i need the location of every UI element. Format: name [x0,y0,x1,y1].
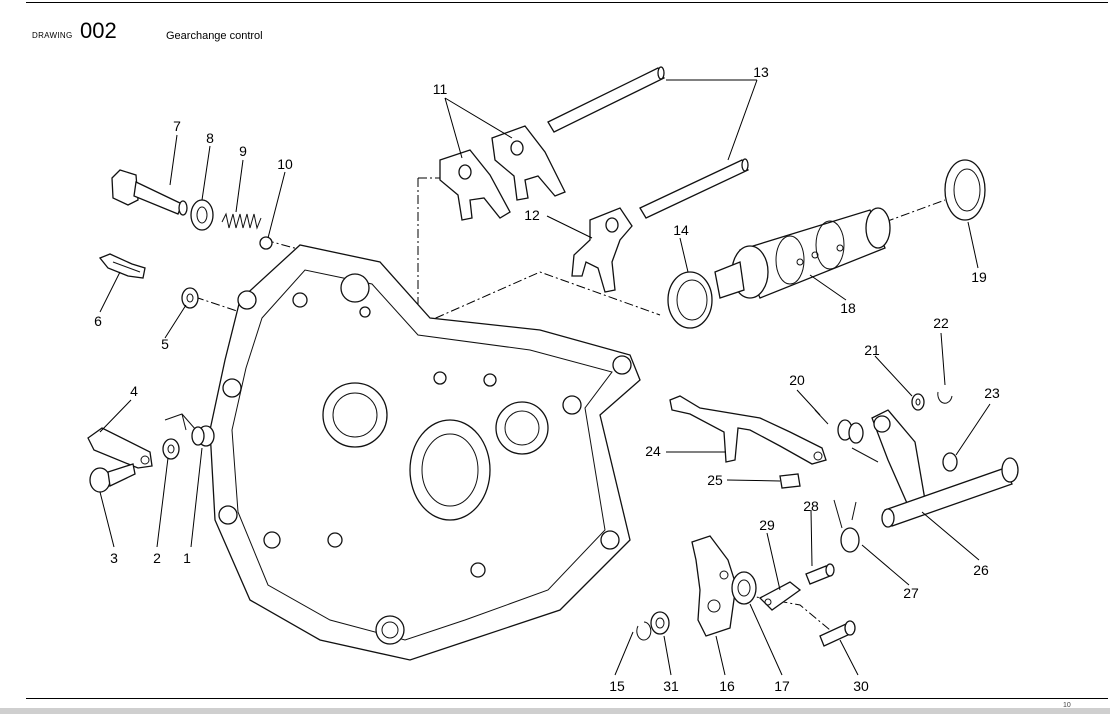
callout-29: 29 [759,517,775,533]
callout-19: 19 [971,269,987,285]
part-8-washer [190,199,214,231]
callout-6: 6 [94,313,102,329]
part-13-shafts [547,66,749,219]
part-1-spring [164,413,215,447]
part-14-ring [667,271,713,329]
part-11-selector-forks [439,125,566,221]
callout-4: 4 [130,383,138,399]
drawing-number: 002 [80,18,117,43]
callout-2: 2 [153,550,161,566]
callout-25: 25 [707,472,723,488]
callout-labels: 1 2 3 4 5 6 7 8 9 10 11 12 13 14 15 16 1… [94,64,1000,694]
callout-16: 16 [719,678,735,694]
page-number: 10 [1063,702,1071,709]
part-27-spring [833,499,860,553]
part-23-bush [942,452,958,472]
part-9-spring [221,212,262,230]
part-29-pawl [758,581,802,611]
callout-17: 17 [774,678,790,694]
leader-lines [99,79,991,676]
callout-11: 11 [433,81,448,97]
part-21-washer [911,393,925,411]
part-6-sensor [98,253,146,279]
callout-15: 15 [609,678,625,694]
callout-10: 10 [277,156,293,172]
callout-1: 1 [183,550,191,566]
part-4-bracket [87,427,153,469]
drawing-label: DRAWING [32,31,73,40]
part-16-plate [691,535,737,637]
callout-7: 7 [173,118,181,134]
part-10-ball [259,236,273,250]
callout-30: 30 [853,678,869,694]
callout-5: 5 [161,336,169,352]
callout-28: 28 [803,498,819,514]
part-25-screw [779,473,801,489]
callout-12: 12 [524,207,540,223]
part-22-clip [937,391,953,404]
callout-8: 8 [206,130,214,146]
callout-26: 26 [973,562,989,578]
drawing-title: Gearchange control [166,30,263,42]
part-28-screw [805,563,835,585]
callout-23: 23 [984,385,1000,401]
callout-3: 3 [110,550,118,566]
callout-13: 13 [753,64,769,80]
bottom-rule [26,698,1108,699]
part-31-washer [650,611,670,635]
part-7-plug [111,169,188,216]
footer-band [0,708,1110,714]
callout-14: 14 [673,222,689,238]
callout-22: 22 [933,315,949,331]
crankcase-half [209,244,641,661]
part-5-washer [181,287,199,309]
callout-31: 31 [663,678,679,694]
callout-21: 21 [864,342,880,358]
callout-24: 24 [645,443,661,459]
part-20-spring [814,409,879,463]
part-3-screw [89,463,136,493]
part-15-clip [636,621,652,641]
callout-9: 9 [239,143,247,159]
callout-18: 18 [840,300,856,316]
part-17-washer [731,571,757,605]
part-24-lever [669,395,827,465]
callout-20: 20 [789,372,805,388]
part-19-seal [944,159,986,221]
part-26-gearchange-shaft [871,409,1019,528]
callout-27: 27 [903,585,919,601]
top-rule [26,2,1108,3]
part-12-fork [571,207,633,293]
part-2-washer [162,438,180,460]
part-18-selector-drum [714,207,891,299]
part-30-screw [819,620,856,647]
